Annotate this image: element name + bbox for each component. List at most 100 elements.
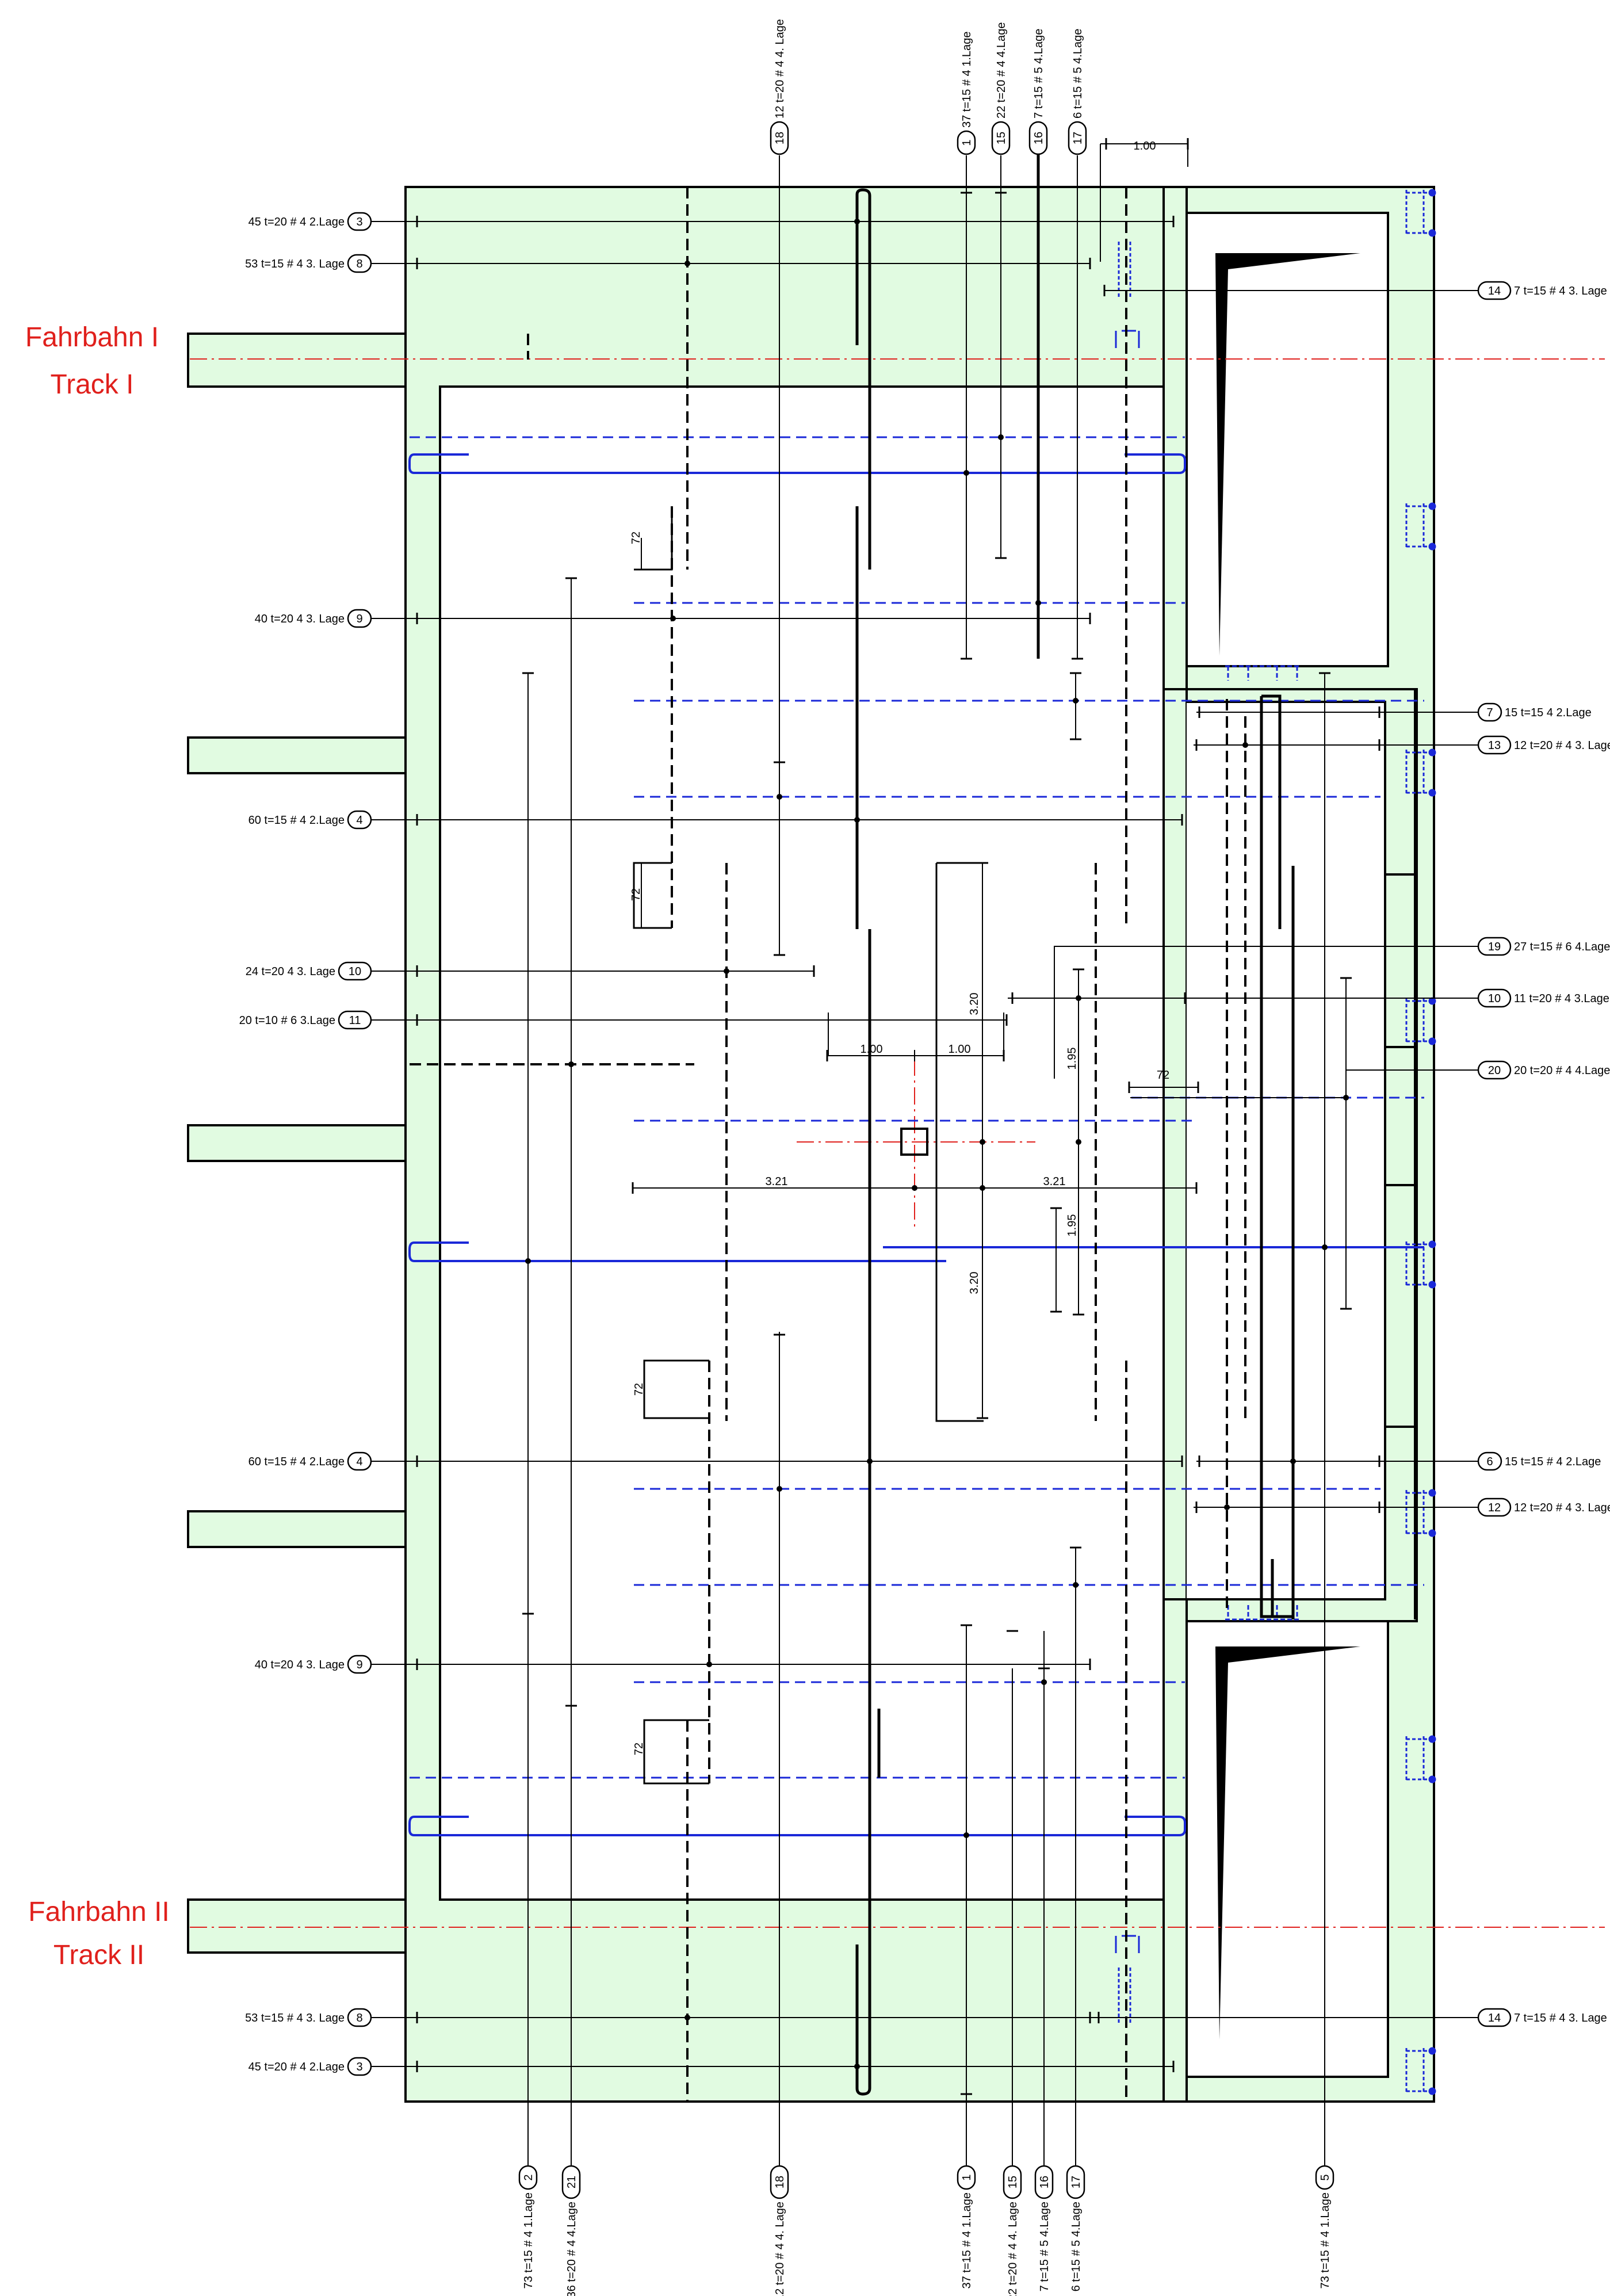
node-dot [684, 2015, 690, 2020]
callout-text: 7 t=15 # 4 3. Lage [1514, 285, 1607, 297]
mark-bubble [1028, 121, 1048, 155]
mark-bubble [338, 961, 372, 981]
mark-number: 13 [1488, 739, 1501, 752]
node-dot [1076, 995, 1081, 1001]
callout-text: 7 t=15 # 5 4.Lage [1032, 29, 1045, 119]
callout-text: 45 t=20 # 4 2.Lage [248, 2061, 345, 2073]
callout-text: 12 t=20 # 4 3. Lage [1514, 1502, 1610, 1514]
node-dot [724, 968, 729, 974]
bottom-callout: 15 22 t=20 # 4 4. Lage [1003, 2165, 1022, 2296]
dim-1-00-left: 1.00 [861, 1043, 883, 1056]
node-dot [912, 1185, 917, 1191]
bottom-callout: 176 t=15 # 5 4.Lage [1066, 2165, 1085, 2291]
stirrup-small [1118, 1968, 1131, 2025]
track-one-slab [187, 333, 407, 388]
tick [1070, 672, 1380, 751]
mark-number: 5 [1319, 2174, 1332, 2180]
mark-bubble [1477, 1497, 1512, 1517]
mark-number: 10 [1488, 992, 1501, 1005]
node-dot [777, 794, 782, 800]
left-callouts: 3 45 t=20 # 4 2.Lage 853 t=15 # 4 3. Lage 9… [239, 212, 372, 2076]
mark-bubble [347, 1655, 372, 1674]
mark-number: 18 [774, 132, 786, 144]
dim-3-21-right: 3.21 [1043, 1175, 1066, 1188]
left-callout: 3 45 t=20 # 4 2.Lage [248, 2057, 372, 2076]
node-dot [525, 1258, 531, 1264]
dim-72-e: 72 [633, 1743, 645, 1755]
mark-number: 14 [1488, 2012, 1501, 2024]
mark-bubble [1477, 2008, 1512, 2027]
side-slab-3 [187, 1510, 407, 1548]
node-dot [854, 219, 860, 224]
dim-3-21-left: 3.21 [766, 1175, 788, 1188]
bottom-callout: 137 t=15 # 4 1.Lage [957, 2165, 976, 2289]
callout-text: 73 t=15 # 4 1.Lage [522, 2192, 535, 2289]
callout-text: 7 t=15 # 5 4.Lage [1038, 2202, 1051, 2291]
mark-bubble [1477, 281, 1512, 300]
blue-rebar-solid [408, 453, 1424, 1836]
mark-number: 18 [774, 2176, 786, 2188]
callout-text: 22 t=20 # 4 4.Lage [995, 22, 1008, 119]
bottom-callout: 21 36 t=20 # 4 4.Lage [561, 2165, 581, 2296]
mark-bubble [1066, 2165, 1085, 2199]
callout-text: 22 t=20 # 4 4. Lage [1007, 2202, 1019, 2296]
mark-number: 6 [1486, 1455, 1493, 1468]
mark-number: 20 [1488, 1064, 1501, 1077]
leader [1054, 946, 1478, 1079]
left-callout: 9 40 t=20 4 3. Lage [255, 1655, 372, 1674]
tick [813, 216, 1183, 2072]
node-dot [998, 434, 1004, 440]
mark-number: 17 [1072, 132, 1084, 144]
stirrup-group [1405, 1735, 1436, 1783]
stirrup-group [1405, 1489, 1436, 1537]
mark-bubble [561, 2165, 581, 2199]
node-dot [1322, 1244, 1328, 1250]
mid-inner [1187, 702, 1385, 1599]
dim-72-a: 72 [630, 532, 643, 544]
right-callout: 6 15 t=15 # 4 2.Lage [1477, 1451, 1601, 1471]
node-dot [854, 817, 860, 823]
top-callout: 176 t=15 # 5 4.Lage [1068, 29, 1087, 155]
mark-number: 15 [1007, 2176, 1019, 2188]
track-one-name: Fahrbahn I [25, 322, 159, 353]
mark-bubble [1315, 2165, 1334, 2190]
callout-text: 53 t=15 # 4 3. Lage [245, 2012, 345, 2024]
mark-bubble [347, 212, 372, 231]
stirrup-top [1225, 665, 1300, 681]
tick [1011, 285, 1186, 2023]
callout-text: 27 t=15 # 6 4.Lage [1514, 941, 1610, 953]
blue-hook-bar [408, 1241, 946, 1262]
dim-72-d: 72 [633, 1383, 645, 1396]
dim-1-95-lower: 1.95 [1066, 1214, 1079, 1237]
dim-1-00-right: 1.00 [949, 1043, 971, 1056]
stirrup-group [1405, 502, 1436, 551]
mark-number: 1 [961, 139, 973, 146]
blue-hook-bar [408, 1816, 1186, 1836]
callout-text: 40 t=20 4 3. Lage [255, 1659, 345, 1671]
mark-number: 9 [356, 1659, 362, 1671]
callout-text: 36 t=20 # 4 4.Lage [565, 2202, 578, 2296]
left-callout: 853 t=15 # 4 3. Lage [245, 2008, 372, 2027]
node-dot [568, 1061, 574, 1067]
mark-bubble [957, 130, 976, 155]
bracket [643, 1359, 709, 1419]
mark-number: 3 [356, 2061, 362, 2073]
mark-number: 2 [522, 2174, 535, 2180]
callout-text: 73 t=15 # 4 1.Lage [1319, 2192, 1332, 2289]
callout-text: 15 t=15 # 4 2.Lage [1505, 1455, 1601, 1468]
node-dot [867, 1458, 873, 1464]
tick [522, 577, 1330, 2095]
mark-number: 21 [565, 2176, 578, 2188]
right-web-lower [1162, 1598, 1188, 2103]
callout-text: 20 t=20 # 4 4.Lage [1514, 1064, 1610, 1077]
mark-bubble [1477, 702, 1502, 722]
black-dashed-lines [410, 187, 1246, 2102]
mark-number: 12 [1488, 1502, 1501, 1514]
stirrup-group [1405, 189, 1436, 237]
track-two-english: Track II [53, 1940, 145, 1970]
leader-lines [371, 143, 1478, 2166]
center-column [900, 1128, 928, 1156]
